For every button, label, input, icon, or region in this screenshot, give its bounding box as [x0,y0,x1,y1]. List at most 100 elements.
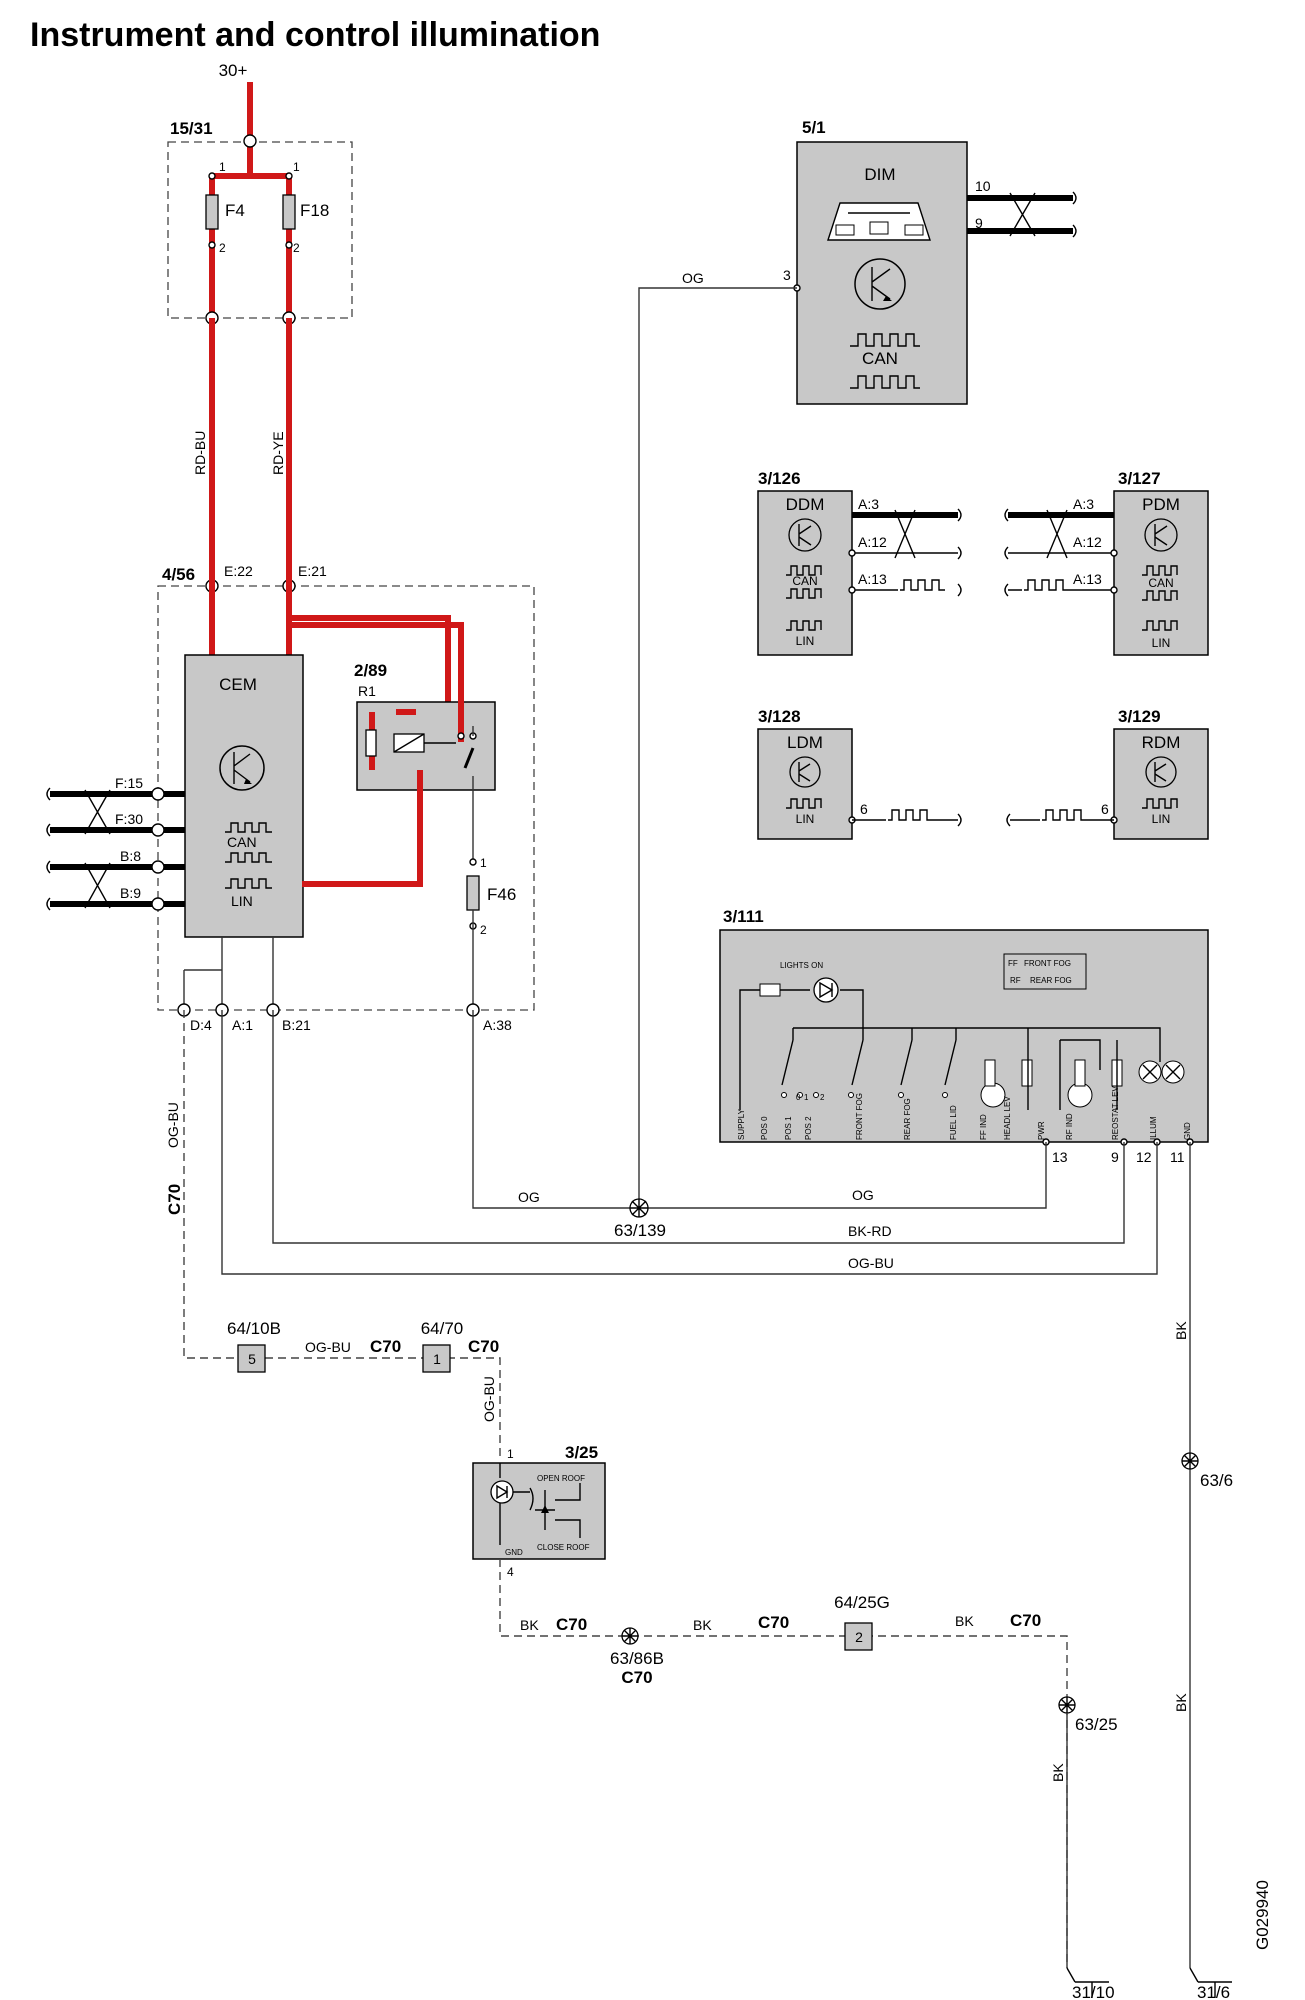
connector-64-25g-pin: 2 [855,1629,863,1645]
sw-pin2: 2 [820,1093,825,1102]
roof-gnd-label: GND [505,1548,523,1557]
fog-legend-box [1003,953,1087,990]
term-pos2: POS 2 [804,1116,813,1140]
panel-switches [781,1028,1185,1110]
ldm-transistor-icon [789,756,821,788]
ldm-module [757,728,853,840]
panel-pin13-label: 13 [1052,1149,1068,1165]
cem-box-outline [157,585,535,1011]
wire-rd-ye-label: RD-YE [270,431,286,475]
rdm-lin-wave-icon [1142,798,1178,809]
c70-label-b3: C70 [1010,1611,1041,1630]
ddm-transistor-icon [788,518,822,552]
instrument-cluster-icon [827,202,931,241]
c70-label-left: C70 [165,1184,184,1215]
panel-bus [793,1027,1161,1062]
term-pos1: POS 1 [784,1116,793,1140]
term-rf-ind: RF IND [1065,1113,1074,1140]
dim-pin10-label: 10 [975,178,991,194]
og-bu-wire-label: OG-BU [848,1255,894,1271]
pdm-can-wave-icon [1142,565,1178,576]
rdm-id: 3/129 [1118,707,1161,726]
fuse-box-id: 15/31 [170,119,213,138]
cem-a38-label: A:38 [483,1017,512,1033]
relay-resistor [365,729,377,757]
splice-63-86b [621,1627,639,1645]
rdm-lin-label: LIN [1152,812,1171,826]
term-pwr: PWR [1037,1121,1046,1140]
term-illum: ILLUM [1149,1116,1158,1140]
dim-can-wave2-icon [850,375,920,389]
splice-63-25 [1058,1696,1076,1714]
og-wire-label-left: OG [518,1189,540,1205]
ddm-a13-pin [848,586,856,594]
dim-pin9-label: 9 [975,215,983,231]
cem-f30-label: F:30 [115,811,143,827]
connector-64-10b [237,1344,266,1373]
term-gnd: GND [1183,1122,1192,1140]
og-wire-a38 [472,1010,1047,1209]
term-supply: SUPPLY [737,1108,746,1140]
bk-rd-wire-label: BK-RD [848,1223,892,1239]
cem-label: CEM [219,675,257,694]
cem-d4-wire [183,969,222,1010]
f18-pin1-label: 1 [293,160,300,174]
f18-pin1 [285,172,293,180]
cem-b9-pin [151,897,165,911]
c70-label-b2: C70 [758,1613,789,1632]
f46-pin2-label: 2 [480,923,487,937]
page-title: Instrument and control illumination [30,16,600,54]
panel-terminal-labels: SUPPLY POS 0 POS 1 POS 2 FRONT FOG REAR … [737,1086,1192,1140]
ddm-lin-wave-icon [786,620,822,631]
og-bu-dashed-wire [183,1010,501,1460]
ddm-a12-pin [848,549,856,557]
relay-coil-diag [393,733,425,753]
term-pos0: POS 0 [760,1116,769,1140]
dim-pin3-label: 3 [783,267,791,283]
splice-63-139-label: 63/139 [614,1221,666,1240]
fuse-f46 [466,875,480,911]
bk-wire-label-r1: BK [1173,1321,1189,1340]
panel-pin12-label: 12 [1136,1149,1152,1165]
ddm-lin-label: LIN [796,634,815,648]
rdm-transistor-icon [1145,756,1177,788]
c70-label-b1: C70 [556,1615,587,1634]
fuse-f46-label: F46 [487,885,516,904]
cem-b8-label: B:8 [120,848,141,864]
fuse-f4-label: F4 [225,201,245,220]
ddm-a13-label: A:13 [858,571,887,587]
connector-64-70-label: 64/70 [421,1319,464,1338]
term-reostat-lev: REOSTAT LEV [1111,1086,1120,1140]
pdm-lin-wave-icon [1142,620,1178,631]
ground-31-10-label: 31/10 [1072,1983,1115,2000]
pdm-lin-label: LIN [1152,636,1171,650]
connector-64-25g-label: 64/25G [834,1593,890,1612]
splice-63-6 [1181,1452,1199,1470]
cem-transistor-icon [219,745,265,791]
og-bu-wire [221,1010,1158,1275]
ldm-id: 3/128 [758,707,801,726]
ground-31-6-icon [1189,1967,1232,1998]
panel-pin9-label: 9 [1111,1149,1119,1165]
rdm-pin6-label: 6 [1101,801,1109,817]
dim-id: 5/1 [802,118,826,137]
ddm-a3-label: A:3 [858,496,879,512]
pdm-module [1113,490,1209,656]
rdm-lin-wire [1006,809,1114,827]
term-fuel-lid: FUEL LID [949,1105,958,1140]
relay-id: 2/89 [354,661,387,680]
pdm-label: PDM [1142,495,1180,514]
pdm-a12-label: A:12 [1073,534,1102,550]
panel-id: 3/111 [723,907,764,926]
splice-63-86b-c70: C70 [621,1668,652,1687]
legend-rear-fog: REAR FOG [1030,976,1072,985]
wire-rd-bu-label: RD-BU [192,431,208,475]
og-wire-label-dim: OG [682,270,704,286]
cem-f15-pin [151,787,165,801]
term-headl-lev: HEADL LEV [1003,1096,1012,1140]
panel-pin11-label: 11 [1170,1149,1185,1165]
bk-label-2: BK [693,1617,712,1633]
cem-b8-pin [151,860,165,874]
relay-module [356,701,496,791]
